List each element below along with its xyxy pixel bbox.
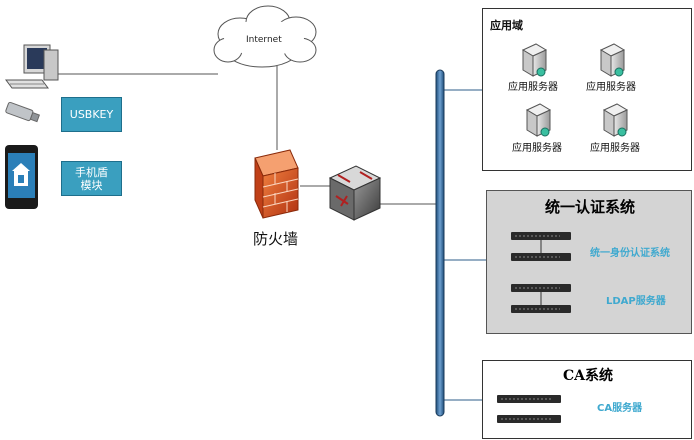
desktop-computer-icon — [5, 44, 59, 89]
mobile-phone-icon — [5, 145, 38, 209]
app-server-4-label: 应用服务器 — [590, 143, 640, 154]
usb-key-icon — [5, 101, 40, 123]
mobile-shield-box: 手机盾 模块 — [61, 161, 122, 196]
auth-system-title: 统一认证系统 — [545, 198, 636, 216]
app-server-2-label: 应用服务器 — [586, 82, 636, 93]
mobile-shield-label: 手机盾 模块 — [75, 166, 108, 192]
app-domain-title: 应用域 — [490, 19, 523, 32]
router-icon — [328, 165, 382, 221]
app-server-3-label: 应用服务器 — [512, 143, 562, 154]
firewall-label: 防火墙 — [253, 230, 299, 248]
usbkey-box: USBKEY — [61, 97, 122, 132]
cloud-label: Internet — [246, 35, 282, 45]
app-domain-panel — [482, 8, 692, 171]
app-server-1-icon — [521, 43, 548, 77]
mobile-shield-label-line2: 模块 — [80, 178, 103, 192]
ca-rack-server-icon — [497, 395, 561, 423]
network-bus — [435, 69, 445, 417]
app-server-2-icon — [599, 43, 626, 77]
app-server-1-label: 应用服务器 — [508, 82, 558, 93]
connection-lines — [55, 66, 486, 401]
ldap-server-label: LDAP服务器 — [606, 296, 666, 307]
ca-system-title: CA系统 — [563, 368, 614, 384]
app-server-3-icon — [525, 103, 552, 137]
firewall-icon — [254, 149, 299, 219]
app-server-4-icon — [602, 103, 629, 137]
ca-server-label: CA服务器 — [597, 403, 643, 414]
identity-rack-server-icon — [511, 232, 571, 261]
identity-system-label: 统一身份认证系统 — [590, 248, 670, 259]
ldap-rack-server-icon — [511, 284, 571, 313]
usbkey-label: USBKEY — [69, 108, 114, 121]
mobile-shield-label-line1: 手机盾 — [75, 165, 108, 179]
